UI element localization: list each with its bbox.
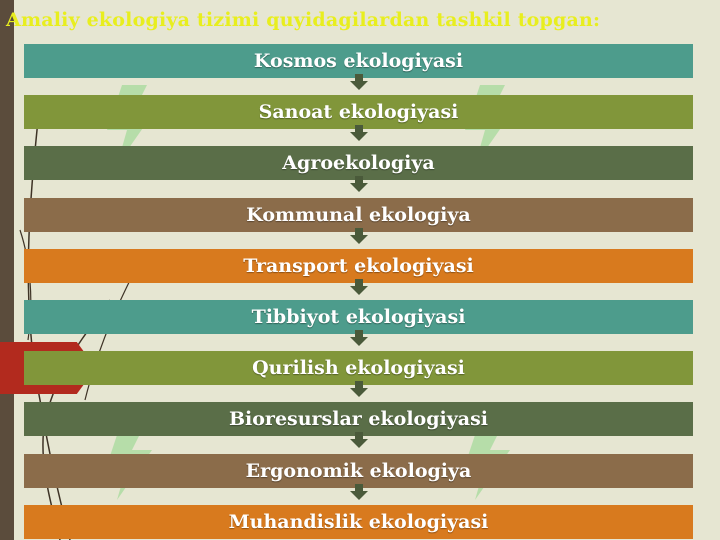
down-arrow-icon xyxy=(350,432,368,449)
down-arrow-icon xyxy=(350,125,368,142)
down-arrow-icon xyxy=(350,74,368,90)
down-arrow-icon xyxy=(350,278,368,295)
chain-item-box: Agroekologiya xyxy=(24,146,693,181)
chain-item-box: Ergonomik ekologiya xyxy=(24,453,693,488)
chain-item-box: Kommunal ekologiya xyxy=(24,197,693,232)
down-arrow-icon xyxy=(350,381,368,398)
chain-item-box: Transport ekologiyasi xyxy=(24,248,693,283)
chain-item-box: Bioresurslar ekologiyasi xyxy=(24,402,693,437)
down-arrow-icon xyxy=(350,483,368,500)
chain-item-box: Tibbiyot ekologiyasi xyxy=(24,300,693,334)
left-decor-strip xyxy=(0,0,14,540)
slide-heading: Amaliy ekologiya tizimi quyidagilardan t… xyxy=(6,9,601,31)
chain-item-box: Sanoat ekologiyasi xyxy=(24,95,693,130)
chain-item-box: Muhandislik ekologiyasi xyxy=(24,504,693,539)
down-arrow-icon xyxy=(350,227,368,244)
chain-item-box: Qurilish ekologiyasi xyxy=(24,351,693,386)
down-arrow-icon xyxy=(350,176,368,193)
chain-item-box: Kosmos ekologiyasi xyxy=(24,44,693,78)
down-arrow-icon xyxy=(350,330,368,346)
